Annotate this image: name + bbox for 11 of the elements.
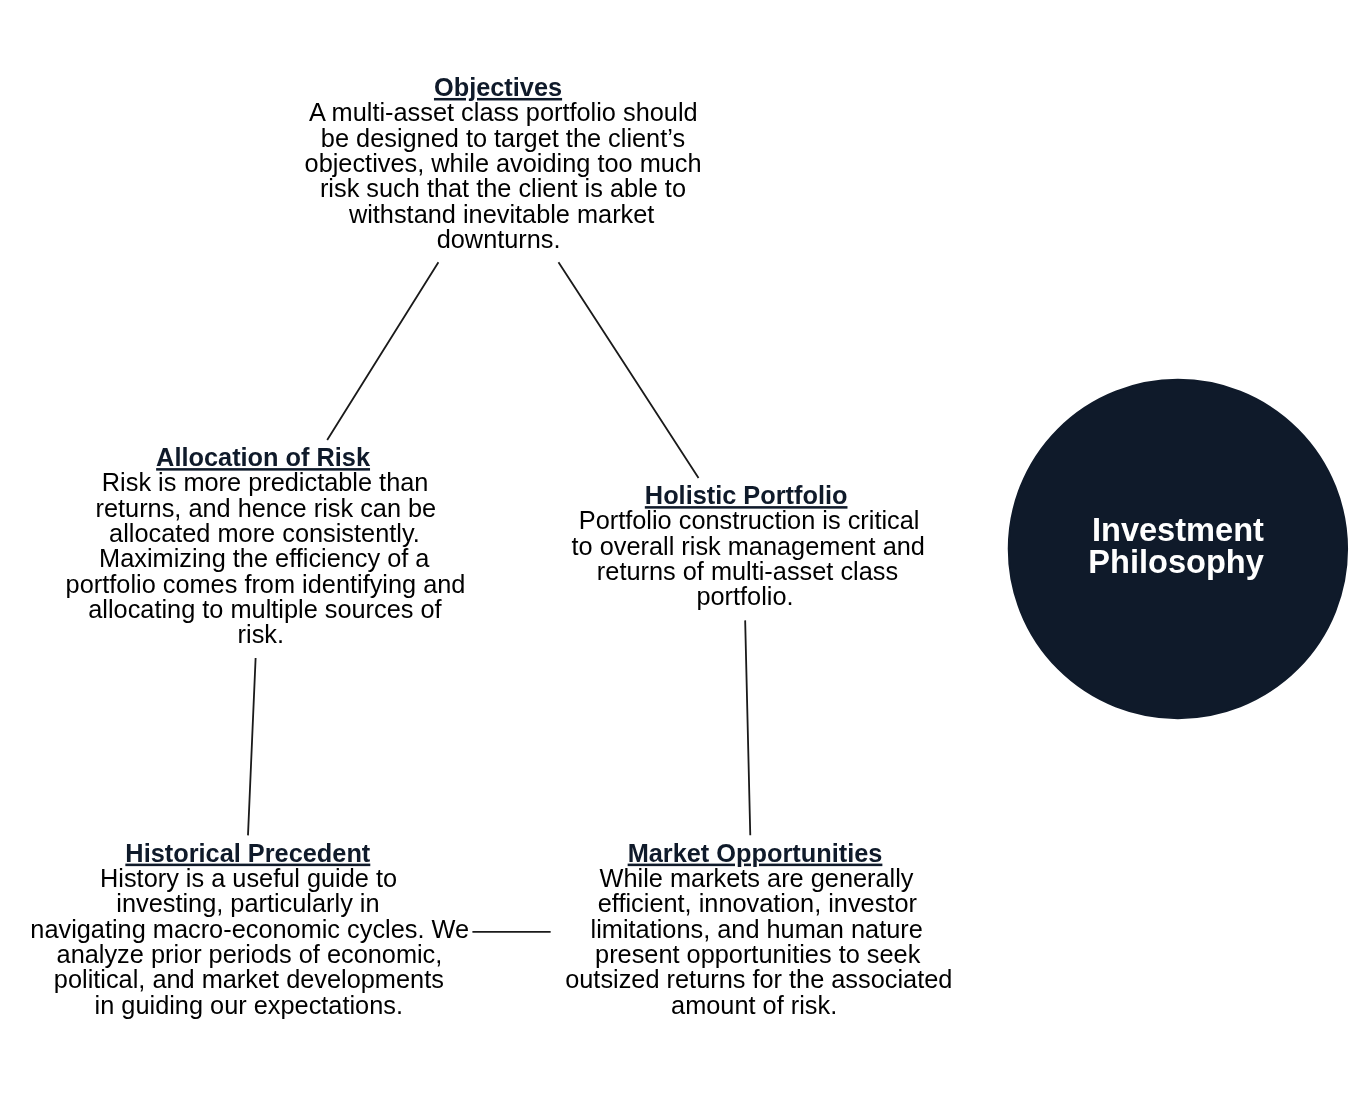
node-text: Allocation of Risk Risk is more predictable than returns, and hence risk can be allocated more consistently. Maximizing the efficiency of a portfolio comes from identifying and allocating to multiple sources of risk. [65,443,466,649]
connector [557,261,700,479]
node-text: Holistic Portfolio Portfolio construction is critical to overall risk management and returns of multi-asset class portfolio. [571,481,925,611]
connector [326,261,440,441]
connector [744,619,752,837]
connector [247,657,257,837]
node-circle: Investment Philosophy [1007,378,1349,720]
node-text: Market Opportunities While markets are generally efficient, innovation, investor limitations, and human nature present opportunities to seek outsized returns for the associated amount of risk. [565,838,953,1019]
connector [471,930,552,933]
node-text: Historical Precedent History is a useful guide to investing, particularly in navigating macro-economic cycles. We analyze prior periods of economic, political, and market developments in guiding our expectations. [30,838,470,1019]
node-text: Objectives A multi-asset class portfolio should be designed to target the client’s objectives, while avoiding too much risk such that the client is able to withstand inevitable market downturns. [304,72,702,253]
